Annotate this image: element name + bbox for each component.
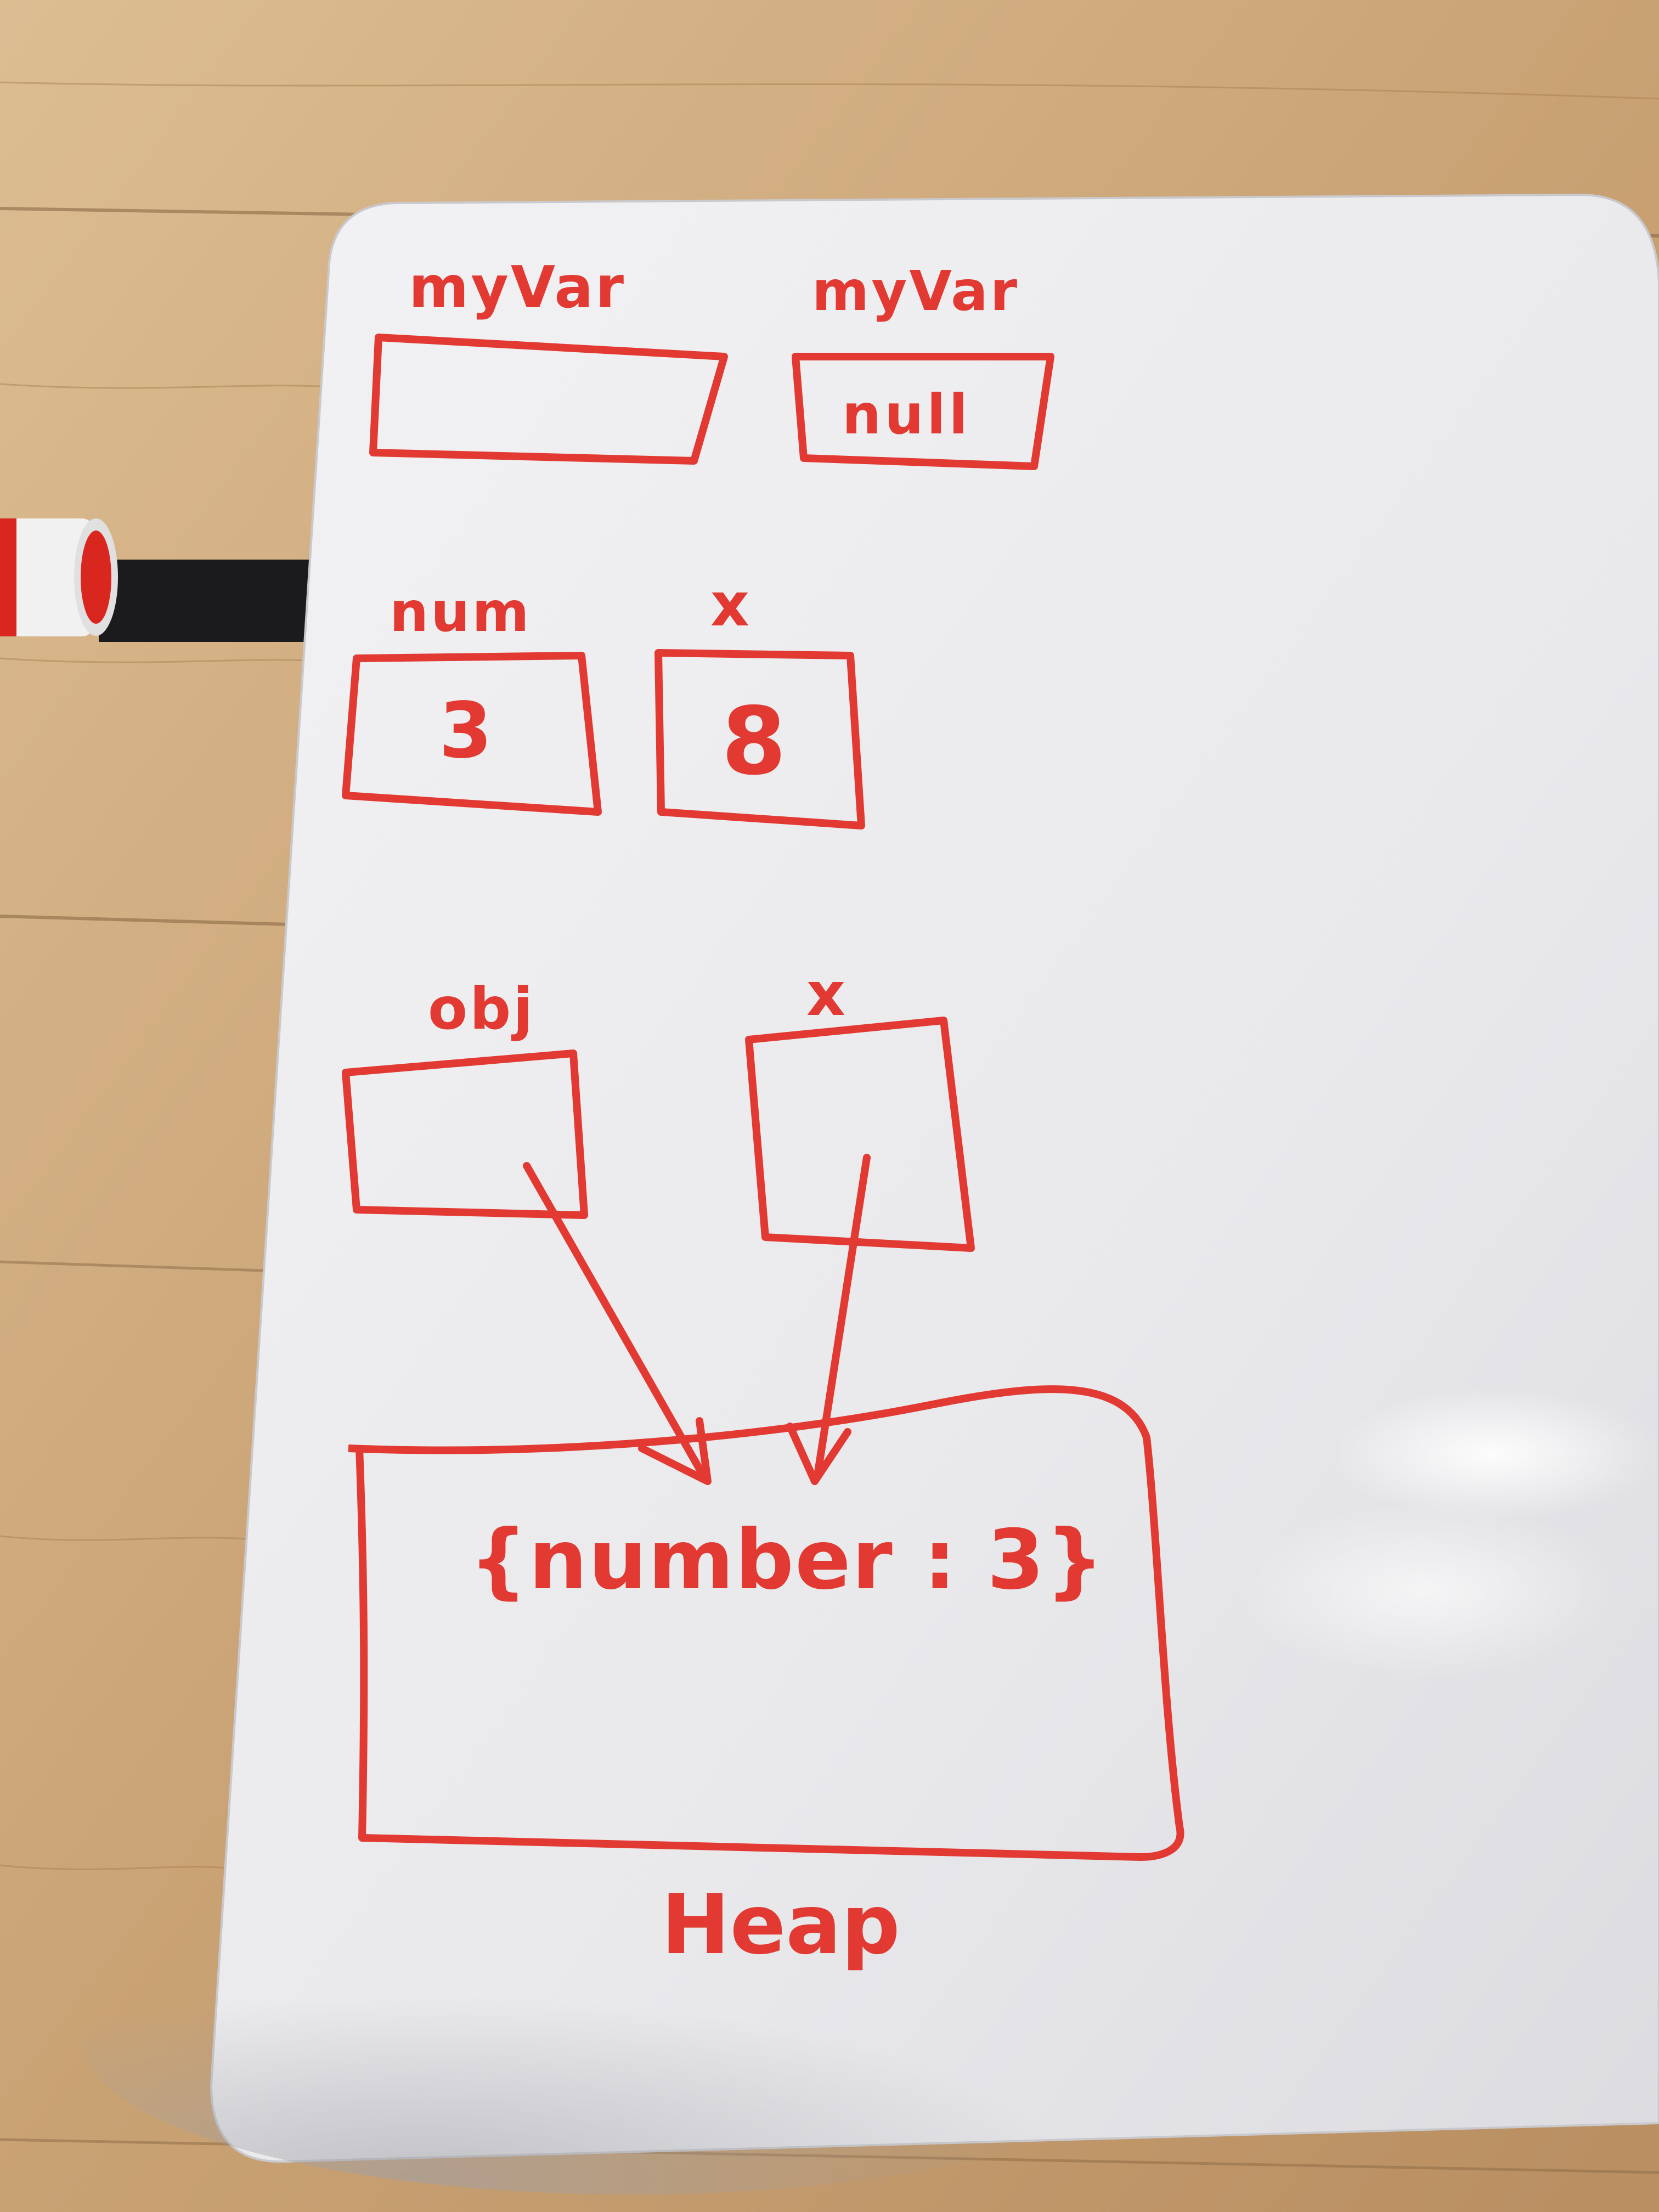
stack-var-num: num 3 bbox=[342, 580, 602, 816]
heap-region: {number : 3} Heap bbox=[348, 1385, 1184, 1973]
num-value: 3 bbox=[439, 686, 492, 776]
whiteboard bbox=[82, 193, 1659, 2194]
heap-label: Heap bbox=[661, 1877, 900, 1973]
stack-var-x-reference: x bbox=[745, 959, 975, 1252]
var-name-myvar-1: myVar bbox=[409, 254, 626, 321]
empty-value-box bbox=[369, 334, 728, 465]
stack-var-x-number: x 8 bbox=[654, 569, 865, 830]
var-name-x-2: x bbox=[806, 959, 845, 1029]
x-number-value: 8 bbox=[721, 687, 786, 796]
num-value-box bbox=[342, 652, 602, 816]
var-name-x-1: x bbox=[710, 569, 749, 640]
heap-object: {number : 3} bbox=[469, 1513, 1105, 1608]
x-reference-box bbox=[745, 1017, 975, 1252]
var-name-myvar-2: myVar bbox=[812, 259, 1019, 323]
obj-reference-box bbox=[342, 1049, 588, 1219]
stack-var-myvar-null: myVar null bbox=[792, 259, 1054, 470]
stack-var-myvar-undefined: myVar bbox=[369, 254, 728, 465]
stack-var-obj: obj bbox=[342, 975, 588, 1219]
x-number-value-box bbox=[654, 649, 865, 830]
null-value-box bbox=[792, 353, 1054, 470]
null-value: null bbox=[842, 382, 971, 447]
var-name-num: num bbox=[390, 580, 532, 644]
marker-cap bbox=[0, 518, 118, 636]
var-name-obj: obj bbox=[428, 975, 535, 1042]
heap-box bbox=[348, 1385, 1184, 1861]
